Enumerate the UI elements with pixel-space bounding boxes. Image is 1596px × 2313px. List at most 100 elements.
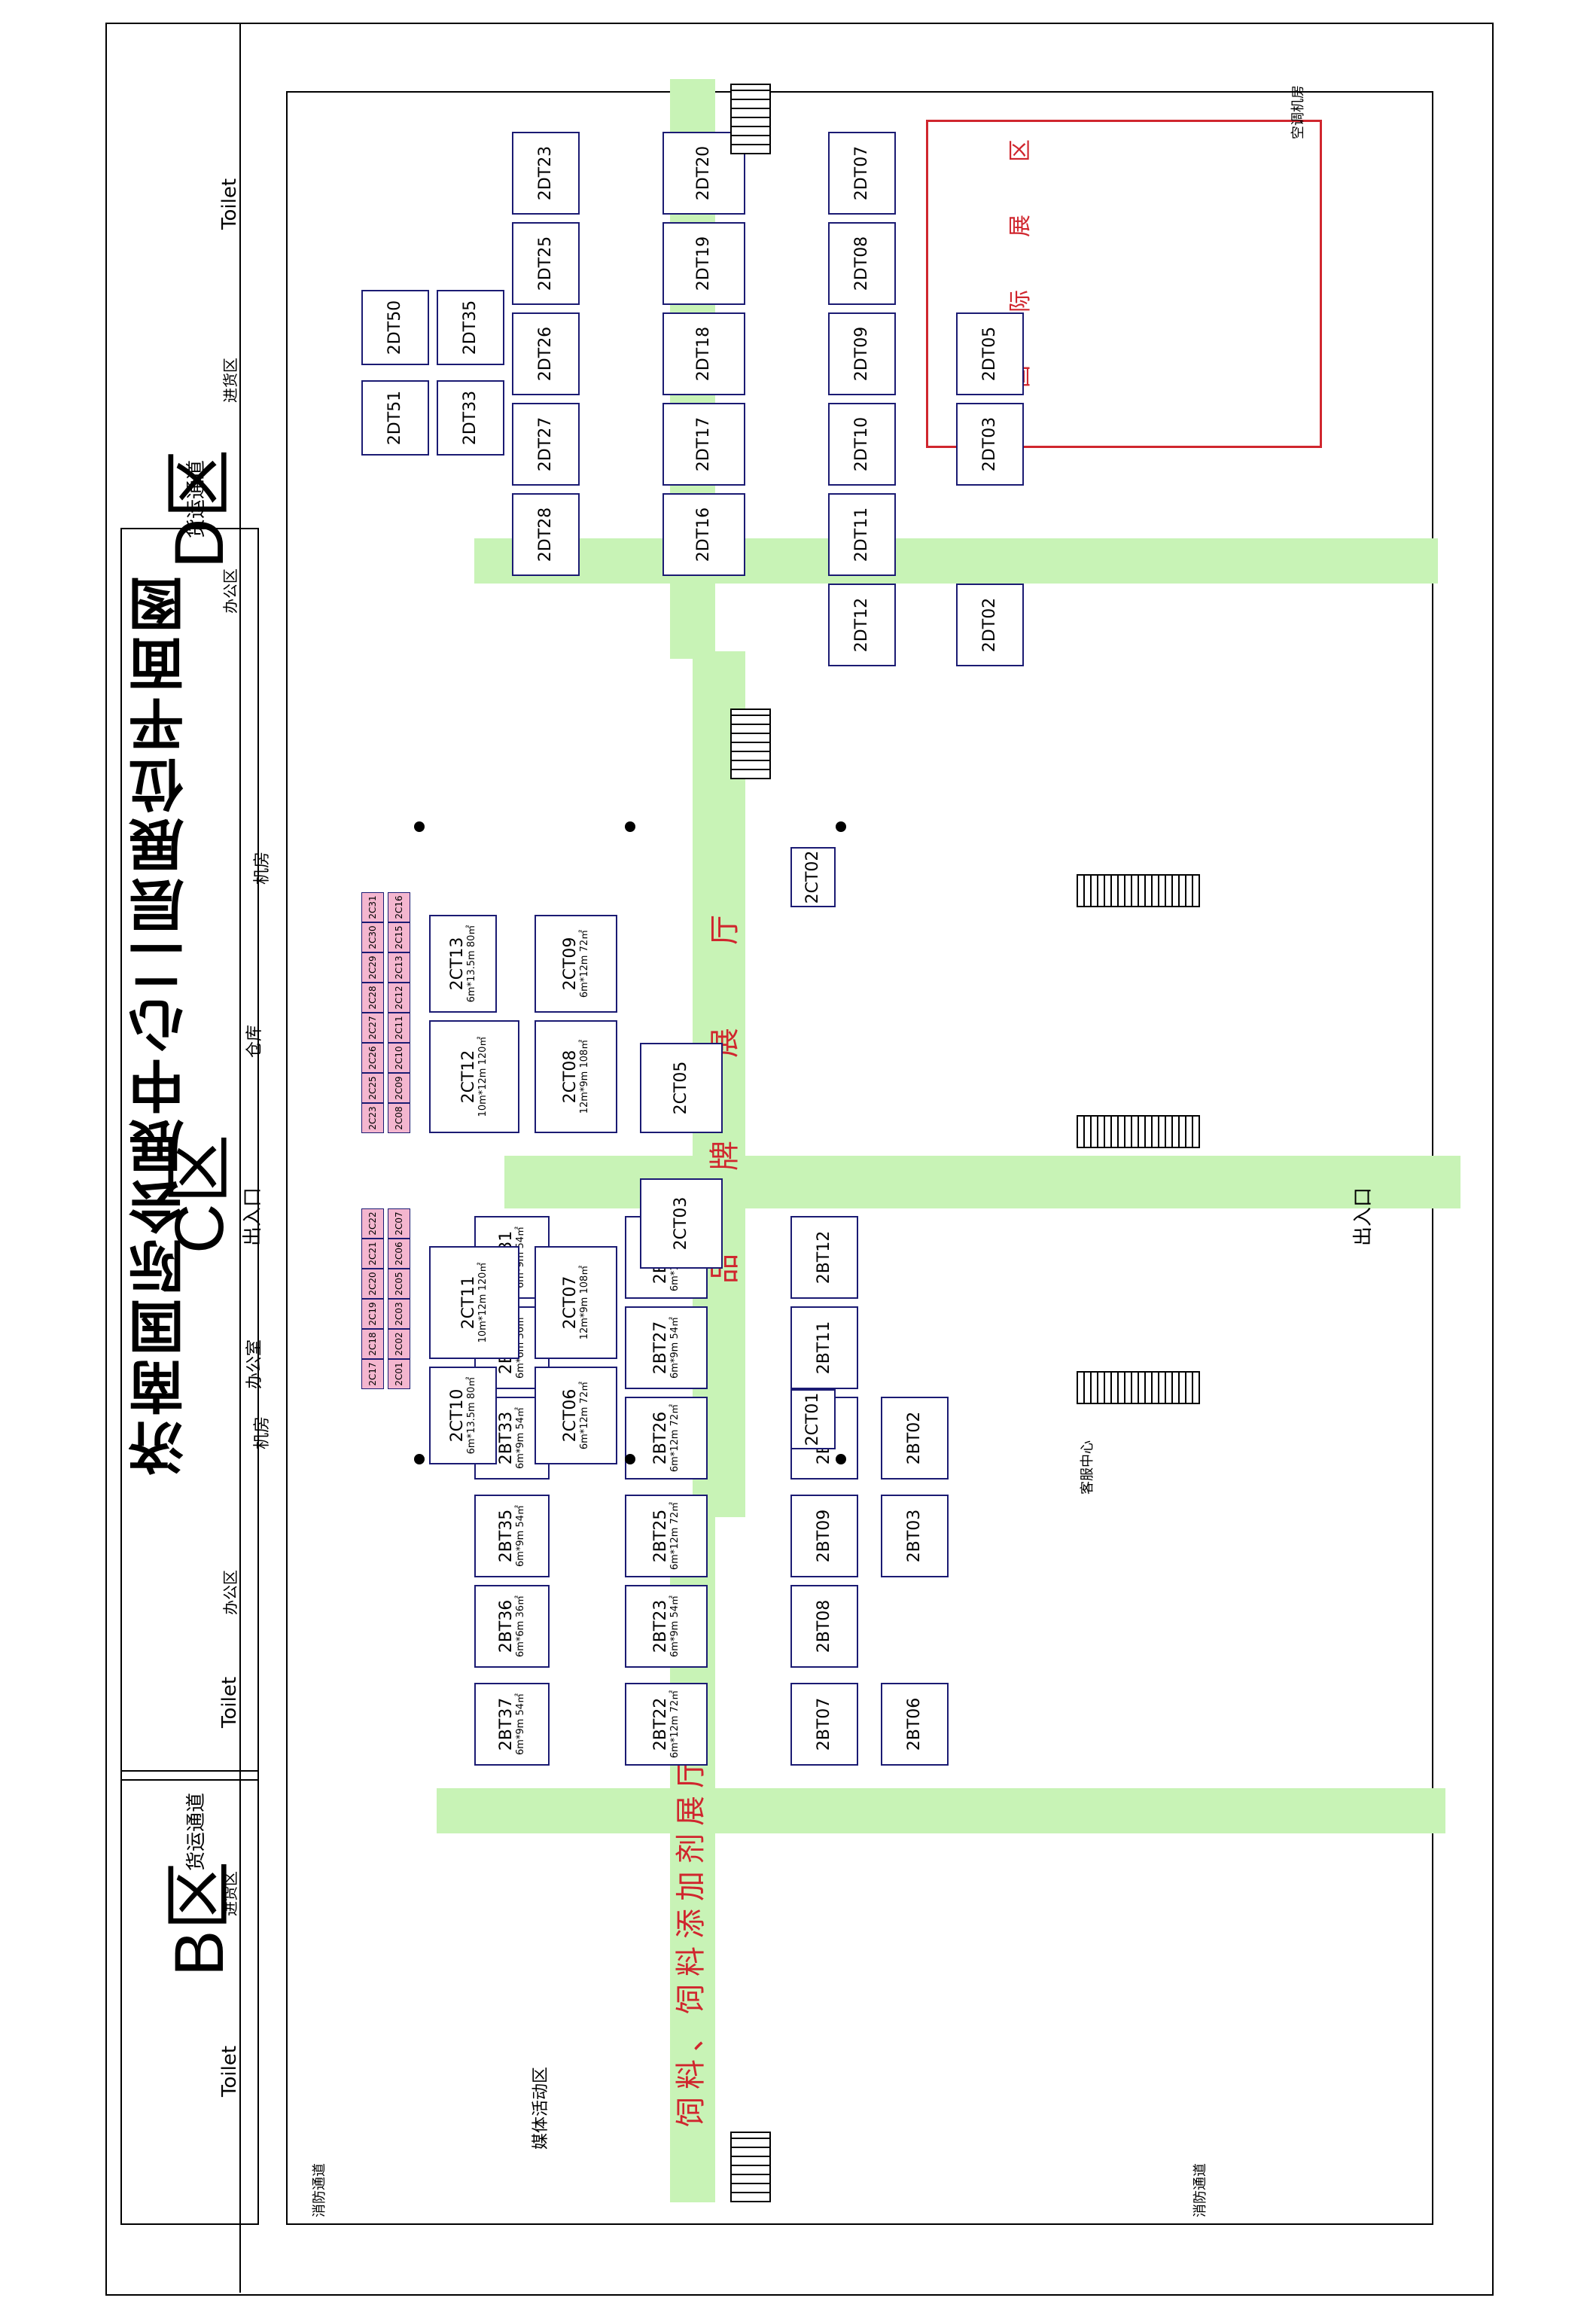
booth-2c19[interactable]: 2C19 (361, 1299, 384, 1329)
booth-2dt08[interactable]: 2DT08 (828, 222, 896, 305)
booth-2c18[interactable]: 2C18 (361, 1329, 384, 1359)
booth-2c28[interactable]: 2C28 (361, 983, 384, 1013)
booth-2dt35[interactable]: 2DT35 (437, 290, 504, 365)
booth-2c31[interactable]: 2C31 (361, 892, 384, 922)
booth-2dt07[interactable]: 2DT07 (828, 132, 896, 215)
toilet-d1: Toilet (218, 178, 241, 230)
booth-2c22[interactable]: 2C22 (361, 1208, 384, 1239)
booth-2dt18[interactable]: 2DT18 (662, 312, 745, 395)
machine-room-1: 机房 (253, 851, 272, 885)
booth-2bt08[interactable]: 2BT08 (790, 1585, 858, 1668)
cargo-channel-d: 货运通道 (185, 459, 208, 538)
booth-2c03[interactable]: 2C03 (388, 1299, 410, 1329)
booth-2dt16[interactable]: 2DT16 (662, 493, 745, 576)
booth-2c06[interactable]: 2C06 (388, 1239, 410, 1269)
office-b: 办公区 (221, 1570, 239, 1615)
title-divider (239, 23, 241, 2293)
booth-2dt33[interactable]: 2DT33 (437, 380, 504, 456)
loading-d: 进货区 (221, 358, 239, 403)
booth-2ct03[interactable]: 2CT03 (640, 1178, 723, 1269)
booth-2dt05[interactable]: 2DT05 (956, 312, 1024, 395)
booth-2dt28[interactable]: 2DT28 (512, 493, 580, 576)
machine-room-2: 机房 (253, 1416, 272, 1449)
international-zone (926, 120, 1322, 448)
booth-2dt26[interactable]: 2DT26 (512, 312, 580, 395)
booth-2c08[interactable]: 2C08 (388, 1103, 410, 1133)
service-center: 客服中心 (1080, 1440, 1095, 1495)
booth-2c12[interactable]: 2C12 (388, 983, 410, 1013)
booth-2c20[interactable]: 2C20 (361, 1269, 384, 1299)
booth-2dt02[interactable]: 2DT02 (956, 584, 1024, 666)
plan-drawing: B区 C区 D区 货运通道 货运通道 出入口 饲料、饲料添加剂展厅 品牌展厅 动… (113, 64, 1506, 2247)
aisle-b-cross (437, 1788, 1445, 1833)
toilet-b1: Toilet (218, 2045, 241, 2097)
booth-2dt50[interactable]: 2DT50 (361, 290, 429, 365)
loading-b: 进货区 (221, 1871, 239, 1916)
booth-2ct02[interactable]: 2CT02 (790, 847, 836, 907)
booth-2c30[interactable]: 2C30 (361, 922, 384, 952)
booth-2dt03[interactable]: 2DT03 (956, 403, 1024, 486)
booth-2c13[interactable]: 2C13 (388, 952, 410, 983)
booth-2c02[interactable]: 2C02 (388, 1329, 410, 1359)
booth-2dt27[interactable]: 2DT27 (512, 403, 580, 486)
booth-2dt09[interactable]: 2DT09 (828, 312, 896, 395)
booth-2bt09[interactable]: 2BT09 (790, 1495, 858, 1577)
booth-2dt11[interactable]: 2DT11 (828, 493, 896, 576)
booth-2bt12[interactable]: 2BT12 (790, 1216, 858, 1299)
booth-2bt03[interactable]: 2BT03 (881, 1495, 949, 1577)
booth-2ct05[interactable]: 2CT05 (640, 1043, 723, 1133)
booth-2c07[interactable]: 2C07 (388, 1208, 410, 1239)
hall-b-name: 饲料、饲料添加剂展厅 (674, 1751, 708, 2127)
booth-2c16[interactable]: 2C16 (388, 892, 410, 922)
booth-2c25[interactable]: 2C25 (361, 1073, 384, 1103)
booth-2c26[interactable]: 2C26 (361, 1043, 384, 1073)
booth-2dt10[interactable]: 2DT10 (828, 403, 896, 486)
office-d: 办公区 (221, 568, 239, 614)
booth-2bt11[interactable]: 2BT11 (790, 1306, 858, 1389)
booth-2c27[interactable]: 2C27 (361, 1013, 384, 1043)
booth-2c17[interactable]: 2C17 (361, 1359, 384, 1389)
booth-2dt51[interactable]: 2DT51 (361, 380, 429, 456)
booth-2c29[interactable]: 2C29 (361, 952, 384, 983)
pillar (625, 821, 635, 832)
booth-2dt12[interactable]: 2DT12 (828, 584, 896, 666)
booth-2c01[interactable]: 2C01 (388, 1359, 410, 1389)
booth-2c05[interactable]: 2C05 (388, 1269, 410, 1299)
page-border (105, 23, 1494, 2296)
booth-2bt06[interactable]: 2BT06 (881, 1683, 949, 1766)
booth-2c21[interactable]: 2C21 (361, 1239, 384, 1269)
warehouse: 仓库 (245, 1024, 264, 1058)
booth-2c10[interactable]: 2C10 (388, 1043, 410, 1073)
stair-2 (730, 709, 771, 779)
booth-2dt17[interactable]: 2DT17 (662, 403, 745, 486)
pillar (836, 821, 846, 832)
booth-2dt25[interactable]: 2DT25 (512, 222, 580, 305)
booth-2bt02[interactable]: 2BT02 (881, 1397, 949, 1480)
booth-2c15[interactable]: 2C15 (388, 922, 410, 952)
booth-2c11[interactable]: 2C11 (388, 1013, 410, 1043)
booth-2bt07[interactable]: 2BT07 (790, 1683, 858, 1766)
ac-room: 空调机房 (1290, 85, 1306, 139)
booth-2c09[interactable]: 2C09 (388, 1073, 410, 1103)
booth-2dt23[interactable]: 2DT23 (512, 132, 580, 215)
booth-2c23[interactable]: 2C23 (361, 1103, 384, 1133)
booth-2dt19[interactable]: 2DT19 (662, 222, 745, 305)
booth-2ct01[interactable]: 2CT01 (790, 1389, 836, 1449)
media-area: 媒体活动区 (531, 2066, 550, 2150)
